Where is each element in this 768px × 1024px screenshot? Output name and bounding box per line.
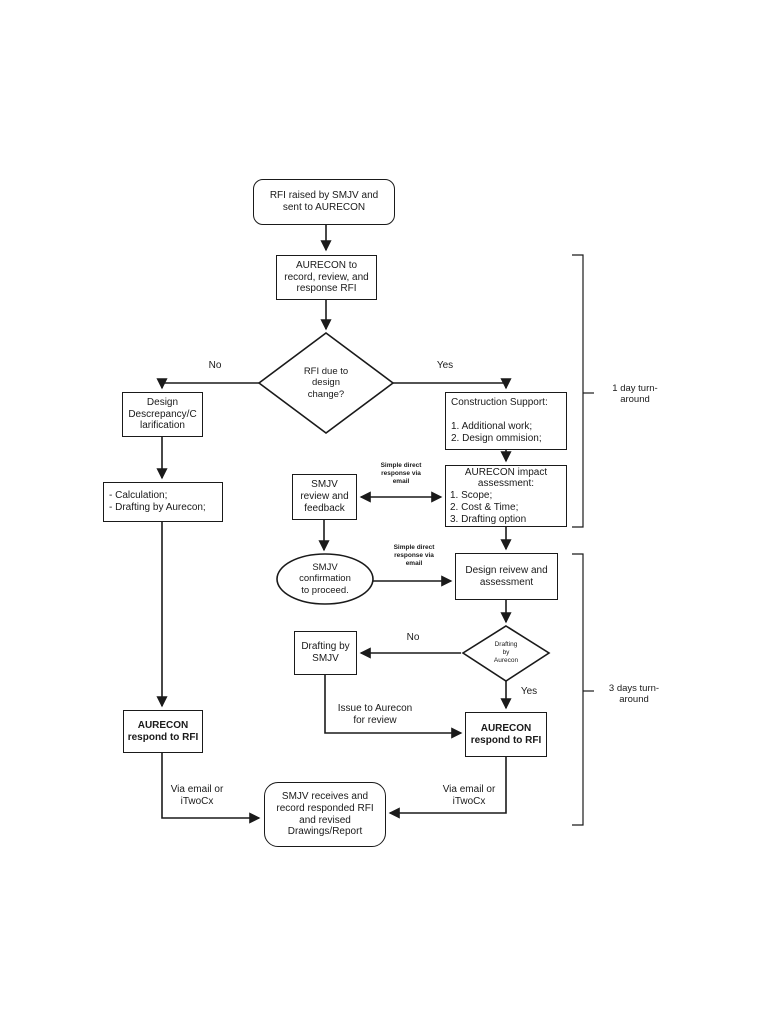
ellipse-smjv-confirmation [276,553,374,605]
edge-respondleft-receives [161,753,261,824]
node-aurecon-respond-left: AURECON respond to RFI [123,710,203,753]
diamond-drafting-by-aurecon [461,625,551,682]
edge-label-no-2: No [406,632,420,643]
node-rfi-raised: RFI raised by SMJV and sent to AURECON [253,179,395,225]
ellipse-smjv-confirmation-label: SMJV confirmation to proceed. [299,562,351,596]
edge-label-via-email-left: Via email or iTwoCx [170,784,224,807]
edge-label-via-email-right: Via email or iTwoCx [442,784,496,807]
node-calculation-drafting: - Calculation; - Drafting by Aurecon; [103,482,223,522]
annotation-3-days-turnaround: 3 days turn- around [608,683,660,705]
node-construction-support: Construction Support: 1. Additional work… [445,392,567,450]
bracket-3-days [572,553,584,826]
node-aurecon-record: AURECON to record, review, and response … [276,255,377,300]
annotation-1-day-turnaround: 1 day turn- around [612,383,658,405]
edge-decision-yes [393,378,512,390]
edge-label-no-1: No [208,360,222,371]
diamond-drafting-label: Drafting by Aurecon [493,641,519,665]
edge-label-yes-1: Yes [436,360,454,371]
node-smjv-receives: SMJV receives and record responded RFI a… [264,782,386,847]
diamond-design-change [257,332,395,434]
edge-label-issue-review: Issue to Aurecon for review [337,703,413,726]
edge-label-yes-2: Yes [520,686,538,697]
edge-draftsmjv-respondright [324,675,463,739]
node-drafting-smjv: Drafting by SMJV [294,631,357,675]
node-design-discrepancy: Design Descrepancy/C larification [122,392,203,437]
node-design-review: Design reivew and assessment [455,553,558,600]
diamond-design-change-label: RFI due to design change? [303,366,349,400]
impact-assessment-items: 1. Scope; 2. Cost & Time; 3. Drafting op… [450,490,527,525]
node-impact-assessment: AURECON impact assessment: 1. Scope; 2. … [445,465,567,527]
edge-respondright-receives [388,757,507,819]
node-aurecon-respond-right: AURECON respond to RFI [465,712,547,757]
edge-label-simple-direct-1: Simple direct response via email [380,462,422,486]
impact-assessment-title: AURECON impact assessment: [464,466,548,490]
bracket-1-day [572,254,584,528]
node-smjv-review: SMJV review and feedback [292,474,357,520]
edge-label-simple-direct-2: Simple direct response via email [393,544,435,568]
edge-decision-no [156,378,259,390]
